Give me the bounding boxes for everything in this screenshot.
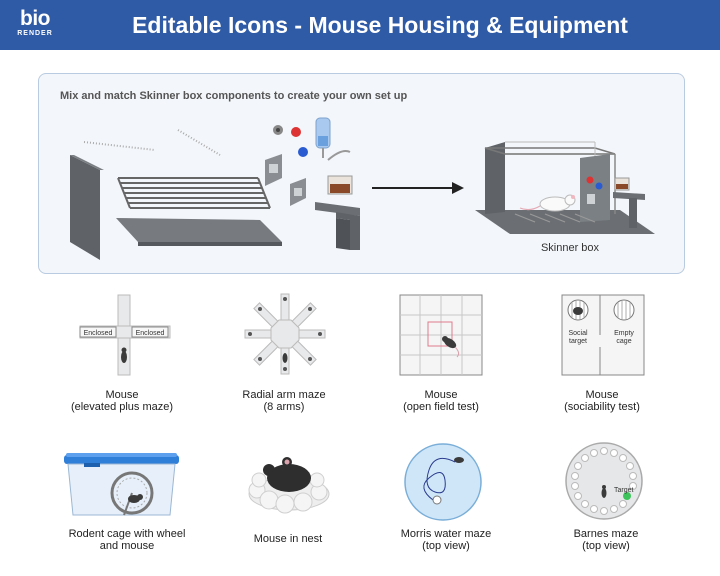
item-label-line2: (top view) <box>582 540 630 552</box>
item-label-mouse-in-nest: Mouse in nest <box>208 533 368 545</box>
morris-water-maze-icon[interactable] <box>403 442 483 522</box>
item-label-line1: Barnes maze <box>573 528 639 540</box>
item-label-morris-water-maze: Morris water maze (top view) <box>366 528 526 552</box>
skinner-box-label: Skinner box <box>540 242 600 254</box>
item-label-rodent-cage: Rodent cage with wheel and mouse <box>47 528 207 552</box>
header-bar: bio RENDER Editable Icons - Mouse Housin… <box>0 0 720 50</box>
item-label-line2: and mouse <box>99 540 155 552</box>
item-label-line2: (elevated plus maze) <box>70 401 174 413</box>
enclosed-tag-left: Enclosed <box>84 330 113 337</box>
logo-text-bio: bio <box>20 7 51 30</box>
item-label-barnes-maze: Barnes maze (top view) <box>526 528 686 552</box>
social-target-tag-1: Social <box>568 330 588 337</box>
item-label-line1: Mouse <box>585 389 619 401</box>
radial-arm-maze-icon[interactable] <box>240 292 330 376</box>
elevated-plus-maze-icon[interactable]: Enclosed Enclosed <box>79 294 171 376</box>
enclosed-tag-right: Enclosed <box>136 330 165 337</box>
mouse-in-nest-icon[interactable] <box>247 456 331 514</box>
item-label-sociability-test: Mouse (sociability test) <box>522 389 682 413</box>
arrow-right-icon <box>372 182 464 194</box>
item-label-line1: Radial arm maze <box>242 389 326 401</box>
open-field-test-icon[interactable] <box>399 294 483 376</box>
empty-cage-tag-2: cage <box>616 338 631 345</box>
item-label-line2: (8 arms) <box>263 401 305 413</box>
item-label-line1: Morris water maze <box>400 528 492 540</box>
item-label-line2: (sociability test) <box>564 401 640 413</box>
logo-text-render: RENDER <box>17 30 53 37</box>
item-label-radial-arm-maze: Radial arm maze (8 arms) <box>204 389 364 413</box>
rodent-cage-icon[interactable] <box>64 453 179 516</box>
item-label-open-field-test: Mouse (open field test) <box>361 389 521 413</box>
skinner-components-icon[interactable] <box>60 110 380 260</box>
item-label-elevated-plus-maze: Mouse (elevated plus maze) <box>42 389 202 413</box>
skinner-panel-caption: Mix and match Skinner box components to … <box>60 90 408 102</box>
item-label-line1: Mouse <box>105 389 139 401</box>
biorender-logo[interactable]: bio RENDER <box>14 8 56 42</box>
skinner-box-icon[interactable] <box>475 141 660 238</box>
social-target-tag-2: target <box>569 338 587 345</box>
page-title: Editable Icons - Mouse Housing & Equipme… <box>132 12 628 38</box>
item-label-line1: Mouse <box>424 389 458 401</box>
barnes-maze-icon[interactable]: Target <box>564 441 644 521</box>
item-label-line2: (top view) <box>422 540 470 552</box>
item-label-line2: (open field test) <box>403 401 479 413</box>
target-tag: Target <box>614 487 634 494</box>
item-label-line1: Rodent cage with wheel <box>68 528 186 540</box>
empty-cage-tag-1: Empty <box>614 330 634 337</box>
item-label-line1: Mouse in nest <box>253 533 323 545</box>
sociability-test-icon[interactable]: Social target Empty cage <box>561 294 645 376</box>
